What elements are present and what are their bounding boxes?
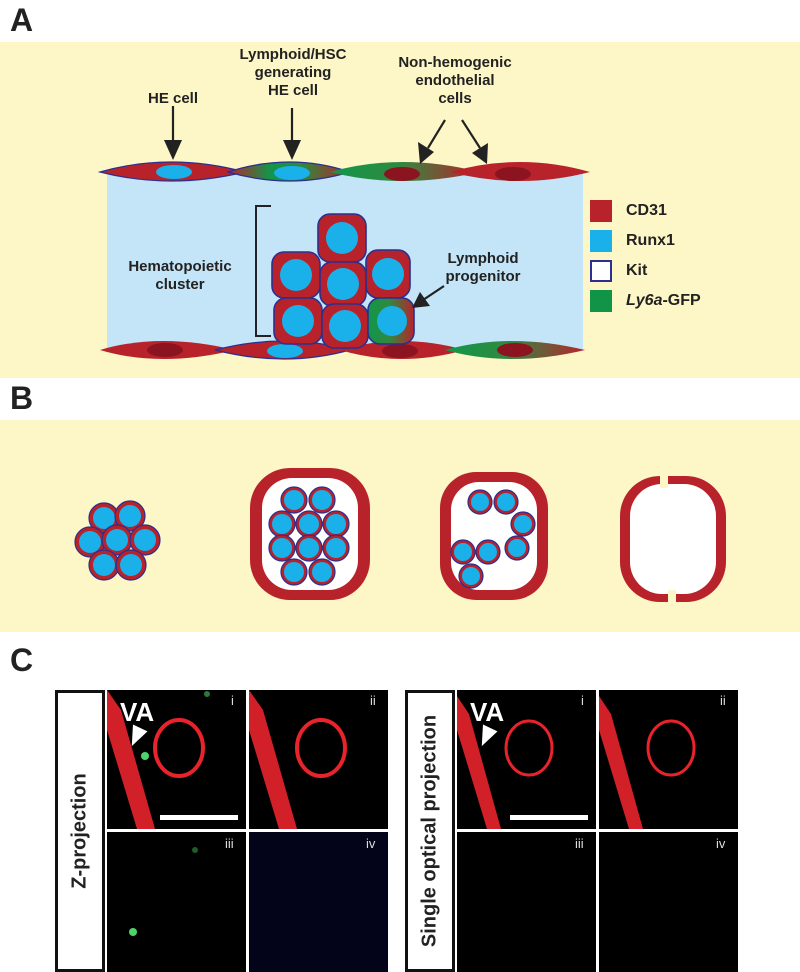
z-projection-image-ii	[249, 690, 388, 829]
label-he-cell: HE cell	[147, 90, 199, 107]
legend-item-ly6a-gfp: Ly6a-GFP	[590, 289, 701, 313]
legend-item-cd31: CD31	[590, 199, 667, 223]
stage-4-empty-vessel	[620, 476, 726, 602]
legend-swatch-kit	[590, 260, 612, 282]
single-quadrant-iii: iii	[575, 836, 584, 851]
single-va-label: VA	[470, 697, 505, 727]
annotation-arrows	[164, 106, 488, 308]
single-image-iv	[599, 832, 738, 972]
z-quadrant-iv: iv	[366, 836, 376, 851]
single-optical-projection-label: Single optical projection	[405, 690, 455, 972]
single-scale-bar	[510, 815, 588, 820]
vessel-diagram	[97, 106, 590, 360]
bottom-ly6a-nucleus	[497, 343, 533, 357]
label-non-hemogenic: Non-hemogenic endothelial cells	[398, 54, 512, 107]
panel-a-letter: A	[10, 2, 34, 38]
legend-swatch-cd31	[590, 200, 612, 222]
z-scale-bar	[160, 815, 238, 820]
legend-swatch-runx1	[590, 230, 612, 252]
z-projection-label: Z-projection	[55, 690, 105, 972]
label-lymphoid-hsc-he-cell: Lymphoid/HSC generating HE cell	[239, 46, 347, 99]
bottom-endothelial-nucleus-2	[382, 344, 418, 358]
label-hematopoietic-cluster: Hematopoietic cluster	[128, 258, 232, 293]
single-image-iii	[457, 832, 596, 972]
panel-c-letter: C	[10, 642, 34, 678]
legend-item-runx1: Runx1	[590, 229, 675, 253]
legend-label-runx1: Runx1	[626, 232, 675, 249]
panel-b-letter: B	[10, 380, 34, 416]
single-quadrant-i: i	[581, 693, 584, 708]
single-quadrant-ii: ii	[720, 693, 726, 708]
cluster-stages-diagram	[74, 468, 726, 602]
single-quadrant-iv: iv	[716, 836, 726, 851]
z-quadrant-ii: ii	[370, 693, 376, 708]
label-lymphoid-progenitor: Lymphoid progenitor	[445, 250, 521, 285]
stage-2-cluster	[250, 468, 370, 600]
single-optical-projection-title: Single optical projection	[418, 714, 441, 948]
z-projection-title: Z-projection	[68, 773, 91, 889]
single-image-ii	[599, 690, 738, 829]
stage-1-cluster	[74, 500, 161, 581]
legend-item-kit: Kit	[590, 259, 647, 283]
z-projection-image-iv	[249, 832, 388, 972]
cluster-bracket	[255, 205, 271, 337]
stage-3-cluster	[440, 472, 548, 600]
legend-label-kit: Kit	[626, 262, 648, 279]
hematopoietic-cluster	[271, 213, 415, 349]
legend-label-gfp: -GFP	[662, 292, 701, 309]
lymphoid-hsc-he-nucleus	[274, 166, 310, 180]
z-projection-image-iii	[107, 832, 246, 972]
z-quadrant-iii: iii	[225, 836, 234, 851]
legend-label-ly6a: Ly6a	[626, 292, 663, 309]
z-quadrant-i: i	[231, 693, 234, 708]
legend-label-cd31: CD31	[626, 202, 667, 219]
non-hemogenic-nucleus-1	[384, 167, 420, 181]
he-cell-nucleus	[156, 165, 192, 179]
z-projection-image-i	[107, 690, 246, 829]
legend-swatch-ly6a-gfp	[590, 290, 612, 312]
non-hemogenic-nucleus-2	[495, 167, 531, 181]
bottom-he-nucleus	[267, 344, 303, 358]
single-image-i	[457, 690, 596, 829]
bottom-endothelial-nucleus-1	[147, 343, 183, 357]
z-va-label: VA	[120, 697, 155, 727]
